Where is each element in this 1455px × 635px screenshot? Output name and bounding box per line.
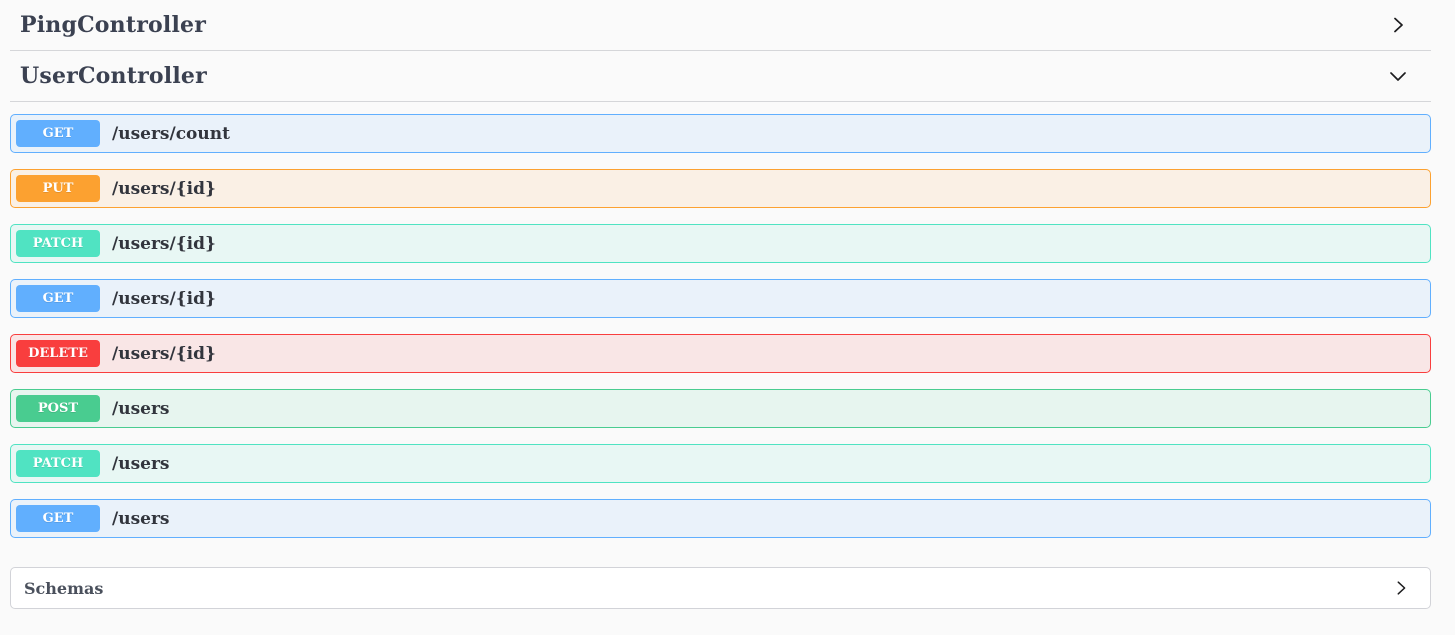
endpoint-path: /users	[112, 508, 170, 529]
http-method-badge: GET	[16, 120, 100, 147]
endpoint-row[interactable]: POST /users	[10, 389, 1431, 428]
endpoint-path: /users	[112, 453, 170, 474]
endpoint-row[interactable]: GET /users/count	[10, 114, 1431, 153]
endpoint-row[interactable]: PATCH /users	[10, 444, 1431, 483]
section-user-controller[interactable]: UserController	[10, 51, 1431, 102]
http-method-badge: PATCH	[16, 230, 100, 257]
endpoint-path: /users/{id}	[112, 233, 216, 254]
http-method-badge: GET	[16, 505, 100, 532]
endpoint-list: GET /users/count PUT /users/{id} PATCH /…	[10, 102, 1431, 538]
section-title-ping-controller: PingController	[20, 12, 206, 38]
endpoint-path: /users	[112, 398, 170, 419]
schemas-title: Schemas	[24, 578, 104, 598]
endpoint-path: /users/count	[112, 123, 230, 144]
endpoint-row[interactable]: DELETE /users/{id}	[10, 334, 1431, 373]
endpoint-path: /users/{id}	[112, 343, 216, 364]
http-method-badge: PUT	[16, 175, 100, 202]
endpoint-row[interactable]: PATCH /users/{id}	[10, 224, 1431, 263]
endpoint-path: /users/{id}	[112, 288, 216, 309]
chevron-down-icon[interactable]	[1387, 65, 1409, 87]
endpoint-path: /users/{id}	[112, 178, 216, 199]
api-docs-container: PingController UserController GET /users…	[10, 0, 1431, 609]
schemas-section[interactable]: Schemas	[10, 567, 1431, 609]
endpoint-row[interactable]: GET /users/{id}	[10, 279, 1431, 318]
endpoint-row[interactable]: GET /users	[10, 499, 1431, 538]
chevron-right-icon[interactable]	[1390, 577, 1412, 599]
chevron-right-icon[interactable]	[1387, 14, 1409, 36]
http-method-badge: DELETE	[16, 340, 100, 367]
endpoint-row[interactable]: PUT /users/{id}	[10, 169, 1431, 208]
http-method-badge: GET	[16, 285, 100, 312]
section-ping-controller[interactable]: PingController	[10, 0, 1431, 51]
http-method-badge: POST	[16, 395, 100, 422]
http-method-badge: PATCH	[16, 450, 100, 477]
section-title-user-controller: UserController	[20, 63, 207, 89]
